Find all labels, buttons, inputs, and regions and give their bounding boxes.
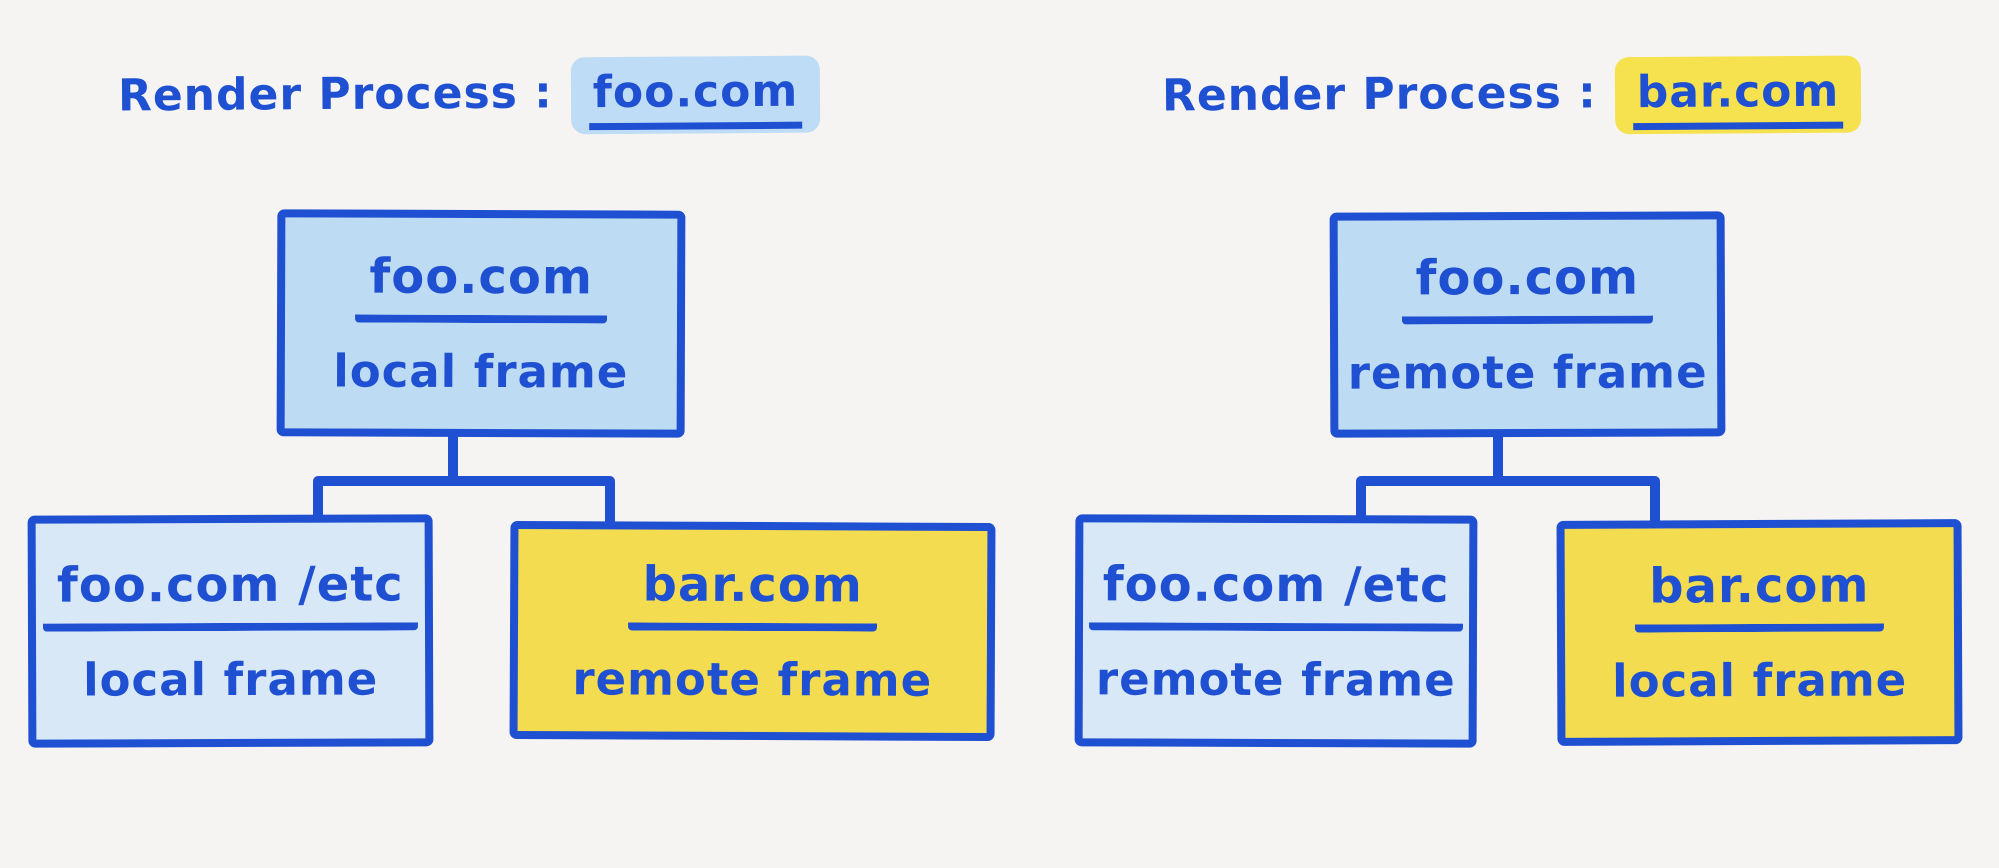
frame-domain: foo.com /etc	[1088, 555, 1464, 632]
frame-type-label: local frame	[1612, 653, 1908, 708]
frame-type-label: local frame	[83, 651, 379, 707]
frame-node-bar-left: bar.com remote frame	[509, 520, 996, 742]
frame-type-label: remote frame	[1347, 345, 1708, 400]
connector-left-tree	[313, 427, 615, 530]
frame-node-foo-root-right: foo.com remote frame	[1329, 211, 1726, 438]
frame-domain: foo.com /etc	[42, 555, 418, 632]
connector-right-tree	[1356, 427, 1660, 528]
frame-node-foo-etc-right: foo.com /etc remote frame	[1074, 514, 1478, 748]
frame-node-bar-right: bar.com local frame	[1556, 519, 1963, 746]
highlighted-domain-foo: foo.com	[570, 55, 821, 135]
frame-domain: bar.com	[628, 555, 877, 632]
title-prefix: Render Process :	[117, 67, 553, 122]
title-domain: bar.com	[1632, 65, 1844, 131]
frame-type-label: remote frame	[1095, 651, 1456, 707]
frame-domain: bar.com	[1635, 557, 1884, 633]
frame-type-label: local frame	[333, 344, 629, 399]
render-process-title-foo: Render Process : foo.com	[117, 55, 821, 138]
title-domain: foo.com	[588, 65, 803, 131]
frame-node-foo-etc-left: foo.com /etc local frame	[27, 514, 434, 748]
highlighted-domain-bar: bar.com	[1614, 55, 1862, 135]
frame-type-label: remote frame	[572, 651, 933, 707]
frame-node-foo-root: foo.com local frame	[276, 209, 686, 438]
render-process-title-bar: Render Process : bar.com	[1161, 55, 1862, 138]
frame-domain: foo.com	[355, 248, 608, 324]
frame-domain: foo.com	[1401, 249, 1654, 325]
title-prefix: Render Process :	[1161, 67, 1597, 122]
